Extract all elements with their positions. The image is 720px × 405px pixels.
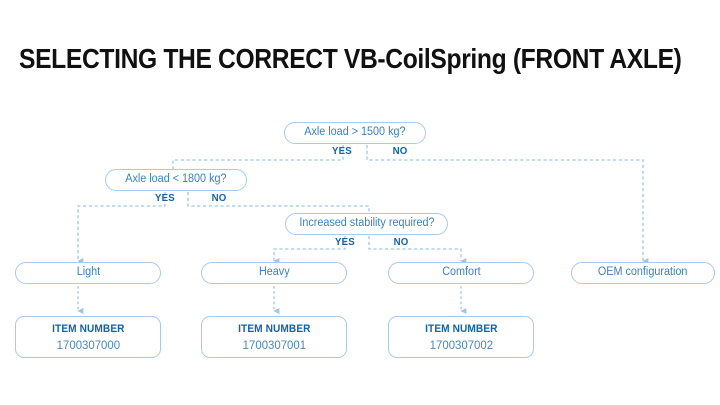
edge-d1-no <box>366 145 649 264</box>
branch-label-d2-no: NO <box>211 192 227 204</box>
result-node-light[interactable]: Light <box>15 262 161 284</box>
item-number-label: ITEM NUMBER <box>424 322 498 335</box>
item-number-value: 1700307001 <box>242 337 306 352</box>
item-number-box-light[interactable]: ITEM NUMBER 1700307000 <box>15 316 161 358</box>
result-node-label: OEM configuration <box>598 266 688 279</box>
edge-d3-no <box>368 236 467 264</box>
item-number-box-heavy[interactable]: ITEM NUMBER 1700307001 <box>201 316 347 358</box>
item-number-label: ITEM NUMBER <box>51 322 125 335</box>
item-number-box-comfort[interactable]: ITEM NUMBER 1700307002 <box>388 316 534 358</box>
item-number-value: 1700307000 <box>56 337 120 352</box>
decision-node-label: Increased stability required? <box>298 217 435 230</box>
decision-node-increased-stability[interactable]: Increased stability required? <box>285 213 448 235</box>
decision-node-label: Axle load > 1500 kg? <box>304 126 406 139</box>
decision-node-axle-load-1500[interactable]: Axle load > 1500 kg? <box>284 122 426 144</box>
result-node-heavy[interactable]: Heavy <box>201 262 347 284</box>
decision-node-axle-load-1800[interactable]: Axle load < 1800 kg? <box>105 169 247 191</box>
result-node-oem-configuration[interactable]: OEM configuration <box>571 262 715 284</box>
result-node-label: Heavy <box>258 266 290 279</box>
branch-label-d1-yes: YES <box>332 145 352 157</box>
result-node-label: Comfort <box>441 266 481 279</box>
edge-d3-yes <box>273 236 346 264</box>
decision-node-label: Axle load < 1800 kg? <box>125 173 227 186</box>
edge-d2-no <box>187 192 370 215</box>
branch-label-d2-yes: YES <box>155 192 175 204</box>
page-title: SELECTING THE CORRECT VB-CoilSpring (FRO… <box>19 43 682 74</box>
item-number-value: 1700307002 <box>429 337 493 352</box>
branch-label-d1-no: NO <box>392 145 408 157</box>
result-node-label: Light <box>76 266 100 279</box>
item-number-label: ITEM NUMBER <box>237 322 311 335</box>
result-node-comfort[interactable]: Comfort <box>388 262 534 284</box>
edge-d1-yes <box>172 145 344 172</box>
branch-label-d3-yes: YES <box>335 236 355 248</box>
edge-d2-yes <box>77 192 166 264</box>
branch-label-d3-no: NO <box>393 236 409 248</box>
